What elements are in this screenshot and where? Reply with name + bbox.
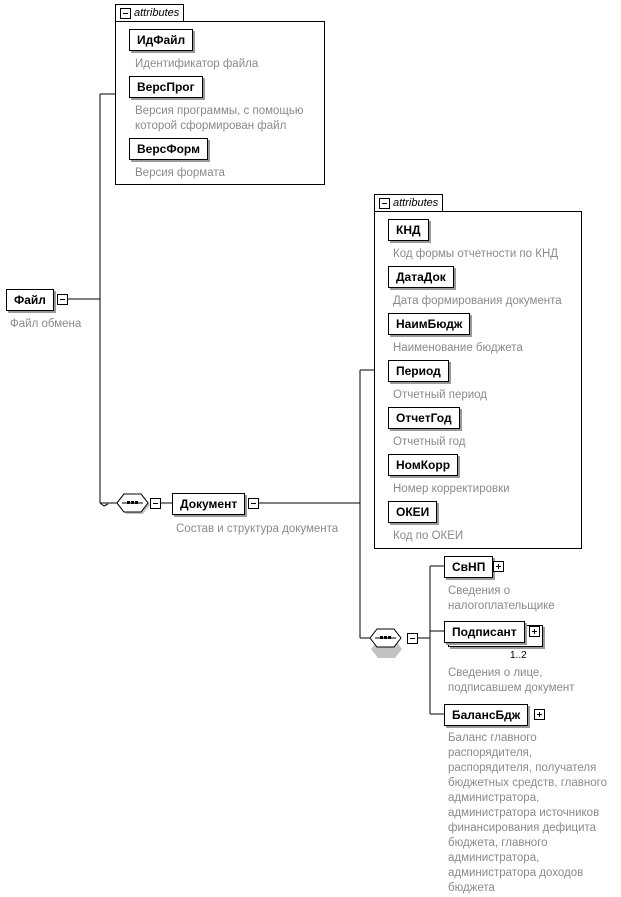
attribute-period[interactable]: Период [388, 360, 449, 382]
cardinality-label: 1..2 [510, 650, 527, 661]
attribute-description: Отчетный период [393, 389, 488, 401]
attribute-description: Номер корректировки [393, 483, 510, 495]
attribute-description: Идентификатор файла [135, 58, 259, 70]
element-label: Файл [14, 293, 46, 307]
attribute-naimbyudzh[interactable]: НаимБюдж [388, 313, 471, 335]
attribute-description: Наименование бюджета [393, 342, 523, 354]
attribute-knd[interactable]: КНД [388, 219, 429, 241]
attribute-nomkorr[interactable]: НомКорр [388, 454, 459, 476]
attribute-description: Код формы отчетности по КНД [393, 248, 559, 260]
element-fail[interactable]: Файл [6, 289, 54, 311]
attribute-description: Версия программы, с помощью которой сфор… [135, 105, 304, 132]
element-dokument[interactable]: Документ [172, 493, 246, 515]
collapse-icon[interactable] [57, 294, 68, 305]
attribute-versprog[interactable]: ВерсПрог [129, 76, 203, 98]
attributes-tab[interactable]: attributes [374, 194, 444, 211]
element-svnp[interactable]: СвНП [444, 556, 494, 578]
element-description: Баланс главного распорядителя, распоряди… [448, 732, 607, 894]
attribute-description: Код по ОКЕИ [393, 530, 464, 542]
element-description: Сведения о налогоплательщике [448, 585, 555, 612]
element-balansbdzh[interactable]: БалансБдж [444, 704, 529, 726]
element-description: Сведения о лице, подписавшем документ [448, 667, 575, 694]
expand-icon[interactable] [493, 561, 504, 572]
attribute-datadok[interactable]: ДатаДок [388, 266, 454, 288]
attribute-okei[interactable]: ОКЕИ [388, 501, 438, 523]
attribute-description: Отчетный год [393, 436, 466, 448]
element-podpisant[interactable]: Подписант [444, 621, 525, 643]
expand-icon[interactable] [534, 709, 545, 720]
collapse-icon[interactable] [120, 8, 131, 19]
expand-icon[interactable] [529, 626, 540, 637]
sequence-compositor-icon [116, 493, 150, 514]
sequence-compositor-icon [369, 628, 402, 658]
element-description: Состав и структура документа [176, 523, 339, 535]
attribute-versform[interactable]: ВерсФорм [129, 138, 208, 160]
element-description: Файл обмена [10, 318, 82, 330]
attribute-otchetgod[interactable]: ОтчетГод [388, 407, 460, 429]
attribute-description: Версия формата [135, 167, 225, 179]
attribute-description: Дата формирования документа [393, 295, 562, 307]
collapse-icon[interactable] [248, 498, 259, 509]
attribute-idfail[interactable]: ИдФайл [129, 29, 194, 51]
collapse-icon[interactable] [150, 498, 161, 509]
collapse-icon[interactable] [379, 198, 390, 209]
collapse-icon[interactable] [407, 633, 418, 644]
attributes-tab[interactable]: attributes [115, 4, 185, 21]
